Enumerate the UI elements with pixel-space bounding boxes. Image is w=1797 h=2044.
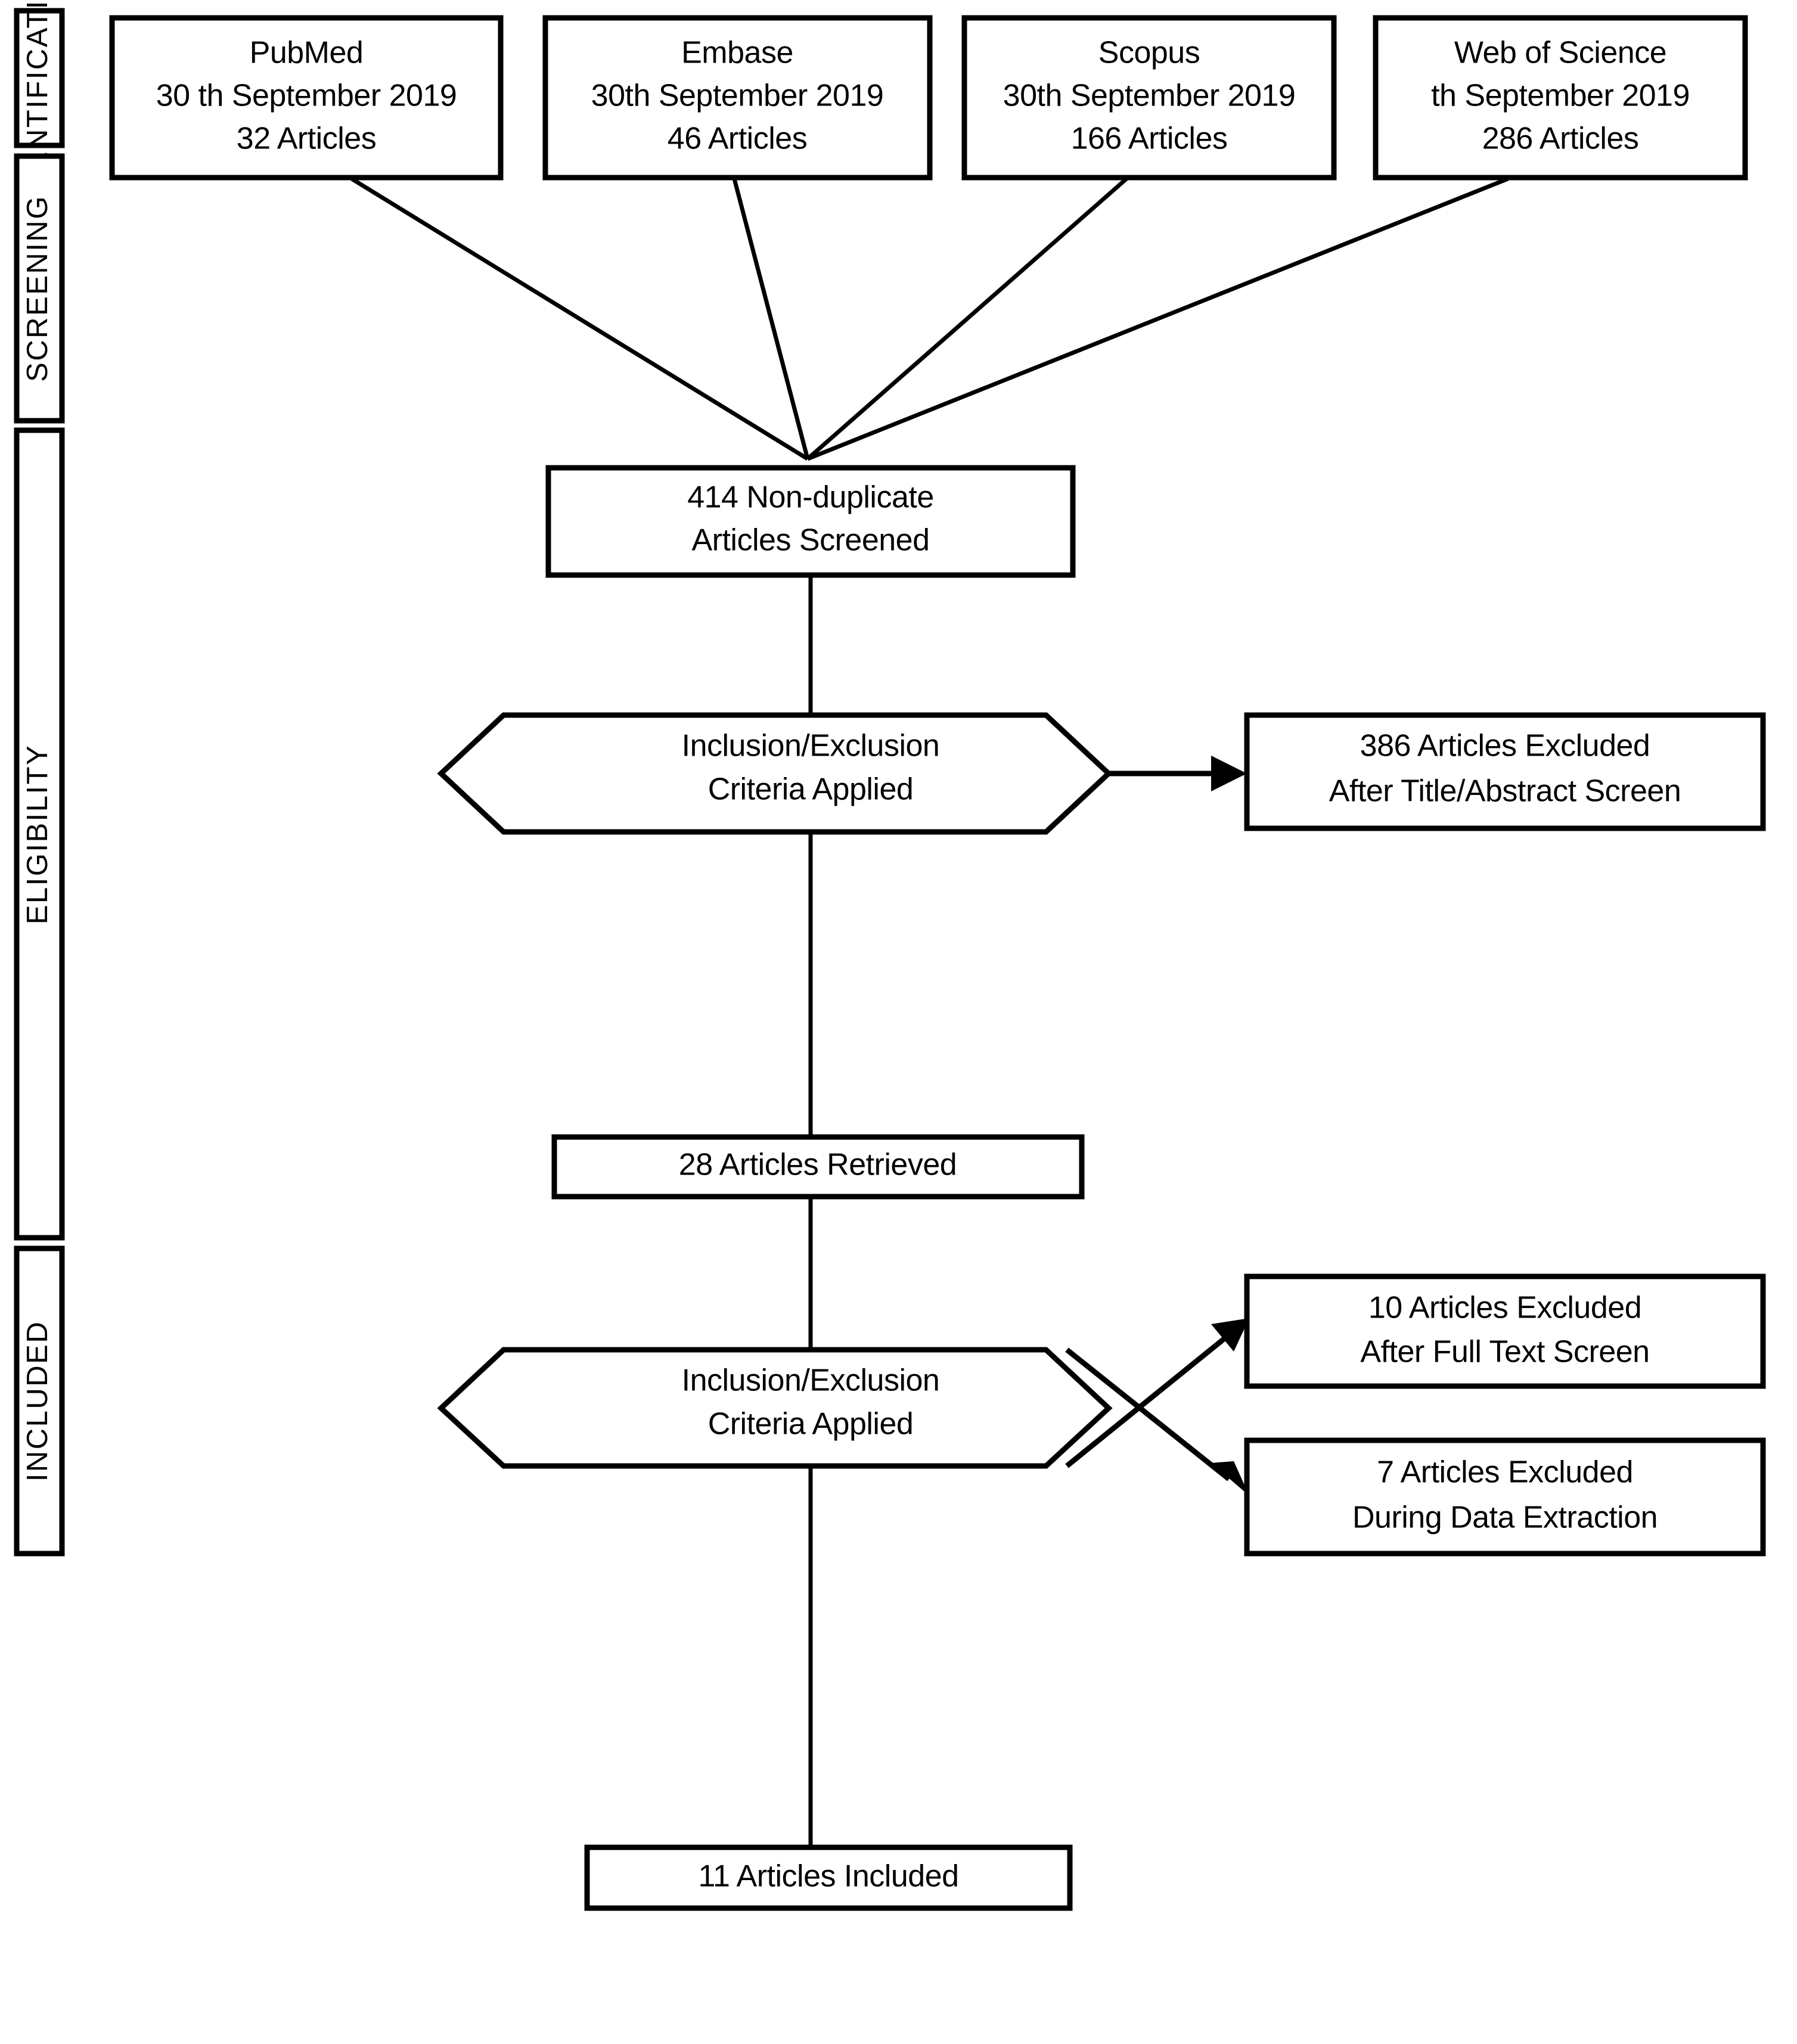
node-excluded-title-abstract-frame bbox=[1244, 712, 1766, 831]
source-box-embase: Embase 30th September 2019 46 Articles bbox=[542, 15, 933, 181]
source-box-web-of-science: Web of Science th September 2019 286 Art… bbox=[1373, 15, 1748, 181]
connector-criteria1-to-excluded bbox=[1110, 756, 1247, 791]
source-count-web-of-science: 286 Articles bbox=[1482, 122, 1639, 156]
source-box-scopus-frame bbox=[961, 15, 1337, 181]
node-criteria-eligibility-line1: Inclusion/Exclusion bbox=[682, 1363, 940, 1398]
node-criteria-screening-line2: Criteria Applied bbox=[708, 772, 914, 807]
source-count-pubmed: 32 Articles bbox=[237, 122, 376, 156]
node-excluded-full-text-frame bbox=[1244, 1273, 1766, 1389]
node-criteria-screening-hexagon bbox=[437, 712, 1113, 835]
source-name-scopus: Scopus bbox=[1098, 36, 1200, 70]
arrow-head-icon bbox=[1211, 756, 1247, 791]
stage-label-screening: SCREENING bbox=[21, 195, 54, 382]
arrow-head-icon bbox=[1211, 1318, 1249, 1352]
connector-criteria2-to-excluded-data-extraction bbox=[1065, 1347, 1249, 1496]
source-count-scopus: 166 Articles bbox=[1071, 122, 1228, 156]
source-date-embase: 30th September 2019 bbox=[591, 79, 884, 113]
connector-embase-to-screened bbox=[732, 178, 810, 459]
node-criteria-eligibility-hexagon bbox=[437, 1347, 1113, 1469]
source-name-embase: Embase bbox=[681, 36, 793, 70]
node-retrieved-line1: 28 Articles Retrieved bbox=[679, 1148, 957, 1182]
stage-column-screening: SCREENING bbox=[14, 153, 65, 424]
node-screened-line2: Articles Screened bbox=[691, 523, 929, 558]
connectors-sources-to-screened bbox=[350, 176, 1509, 461]
connector-criteria2-to-excluded-full-text-line bbox=[1065, 1332, 1231, 1468]
node-excluded-title-abstract-line1: 386 Articles Excluded bbox=[1360, 729, 1650, 763]
node-criteria-screening-line1: Inclusion/Exclusion bbox=[682, 729, 940, 763]
node-excluded-data-extraction: 7 Articles Excluded During Data Extracti… bbox=[1244, 1437, 1766, 1557]
node-excluded-title-abstract: 386 Articles Excluded After Title/Abstra… bbox=[1244, 712, 1766, 831]
source-name-web-of-science: Web of Science bbox=[1454, 36, 1666, 70]
node-retrieved: 28 Articles Retrieved bbox=[551, 1134, 1085, 1200]
node-excluded-full-text-line1: 10 Articles Excluded bbox=[1368, 1291, 1641, 1325]
node-screened: 414 Non-duplicate Articles Screened bbox=[545, 465, 1076, 578]
stage-box-eligibility bbox=[14, 427, 65, 1241]
node-criteria-eligibility-line2: Criteria Applied bbox=[708, 1407, 914, 1442]
connector-wos-to-screened bbox=[806, 176, 1509, 461]
node-included-line1: 11 Articles Included bbox=[698, 1859, 958, 1894]
source-box-embase-frame bbox=[542, 15, 933, 181]
stage-label-included: INCLUDED bbox=[21, 1321, 54, 1481]
source-date-scopus: 30th September 2019 bbox=[1003, 79, 1296, 113]
connector-criteria2-to-excluded-full-text bbox=[1065, 1318, 1249, 1468]
node-excluded-data-extraction-frame bbox=[1244, 1437, 1766, 1557]
connector-criteria2-to-excluded-data-extraction-line bbox=[1065, 1347, 1231, 1481]
node-criteria-eligibility: Inclusion/Exclusion Criteria Applied bbox=[437, 1347, 1113, 1469]
node-screened-frame bbox=[545, 465, 1076, 578]
stage-label-eligibility: ELIGIBILITY bbox=[21, 744, 54, 925]
stage-box-identification bbox=[14, 8, 65, 148]
source-box-web-of-science-frame bbox=[1373, 15, 1748, 181]
node-retrieved-frame bbox=[551, 1134, 1085, 1200]
node-criteria-screening: Inclusion/Exclusion Criteria Applied bbox=[437, 712, 1113, 835]
source-name-pubmed: PubMed bbox=[250, 36, 364, 70]
stage-column-eligibility: ELIGIBILITY bbox=[14, 427, 65, 1241]
node-excluded-title-abstract-line2: After Title/Abstract Screen bbox=[1329, 774, 1681, 809]
stage-box-screening bbox=[14, 153, 65, 424]
connector-scopus-to-screened bbox=[806, 177, 1128, 461]
source-box-pubmed-frame bbox=[109, 15, 504, 181]
stage-column-included: INCLUDED bbox=[14, 1245, 65, 1557]
source-box-scopus: Scopus 30th September 2019 166 Articles bbox=[961, 15, 1337, 181]
node-excluded-data-extraction-line2: During Data Extraction bbox=[1352, 1501, 1658, 1535]
source-box-pubmed: PubMed 30 th September 2019 32 Articles bbox=[109, 15, 504, 181]
node-excluded-full-text-line2: After Full Text Screen bbox=[1360, 1335, 1649, 1369]
node-excluded-data-extraction-line1: 7 Articles Excluded bbox=[1377, 1455, 1633, 1490]
source-date-pubmed: 30 th September 2019 bbox=[156, 79, 457, 113]
node-included-frame bbox=[584, 1844, 1073, 1911]
arrow-head-icon bbox=[1211, 1461, 1249, 1496]
node-included: 11 Articles Included bbox=[584, 1844, 1073, 1911]
stage-box-included bbox=[14, 1245, 65, 1557]
node-screened-line1: 414 Non-duplicate bbox=[687, 480, 934, 515]
node-excluded-full-text: 10 Articles Excluded After Full Text Scr… bbox=[1244, 1273, 1766, 1389]
source-count-embase: 46 Articles bbox=[668, 122, 807, 156]
source-date-web-of-science: th September 2019 bbox=[1431, 79, 1690, 113]
connector-pubmed-to-screened bbox=[350, 177, 809, 461]
